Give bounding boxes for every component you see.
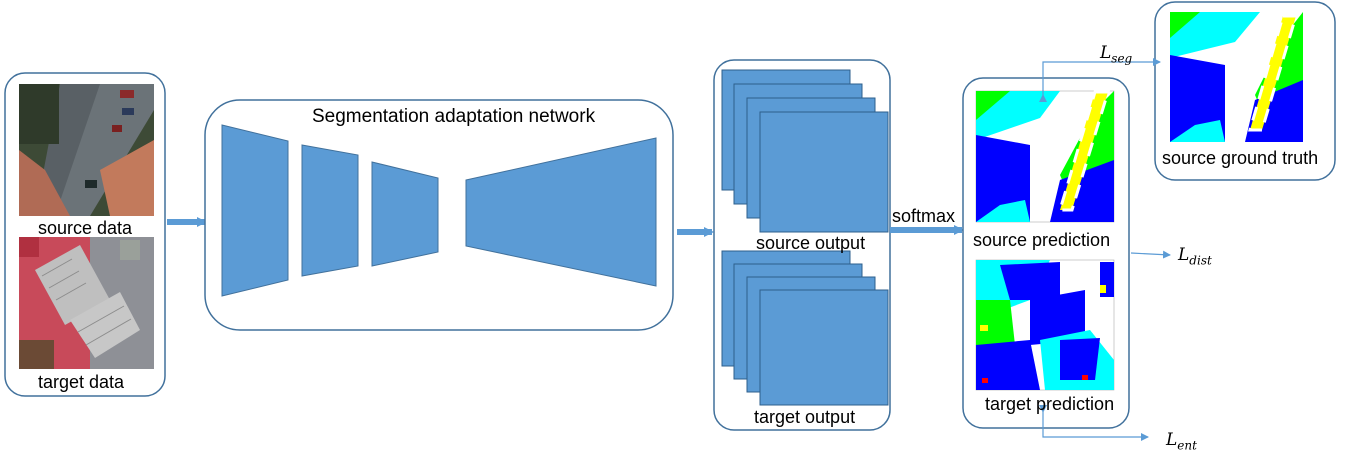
seg-loss-label: Lseg — [1100, 43, 1133, 66]
encoder-layer-3 — [371, 161, 439, 267]
dist-loss-connector — [1130, 250, 1171, 259]
decoder-block — [465, 137, 657, 287]
source-prediction-label: source prediction — [973, 230, 1111, 250]
target-prediction-map — [975, 259, 1115, 391]
ent-loss-connector — [1039, 405, 1149, 441]
network-title: Segmentation adaptation network — [312, 106, 596, 127]
source-output-stack — [721, 69, 889, 233]
source-data-label: source data — [38, 218, 133, 238]
target-data-label: target data — [38, 372, 125, 392]
softmax-label: softmax — [892, 206, 956, 226]
source-data-image — [19, 84, 154, 216]
ent-loss-label: Lent — [1166, 430, 1197, 453]
target-prediction-label: target prediction — [985, 394, 1115, 414]
target-data-image — [19, 237, 154, 369]
encoder-layer-2 — [301, 144, 359, 277]
encoder-layer-1 — [221, 124, 289, 297]
source-ground-truth-label: source ground truth — [1162, 148, 1319, 168]
source-prediction-map — [975, 90, 1115, 223]
target-output-label: target output — [754, 407, 856, 427]
target-output-stack — [721, 250, 889, 406]
seg-loss-connector — [1039, 58, 1161, 102]
dist-loss-label: Ldist — [1178, 245, 1212, 268]
source-ground-truth-map — [1170, 12, 1303, 142]
source-output-label: source output — [756, 233, 866, 253]
